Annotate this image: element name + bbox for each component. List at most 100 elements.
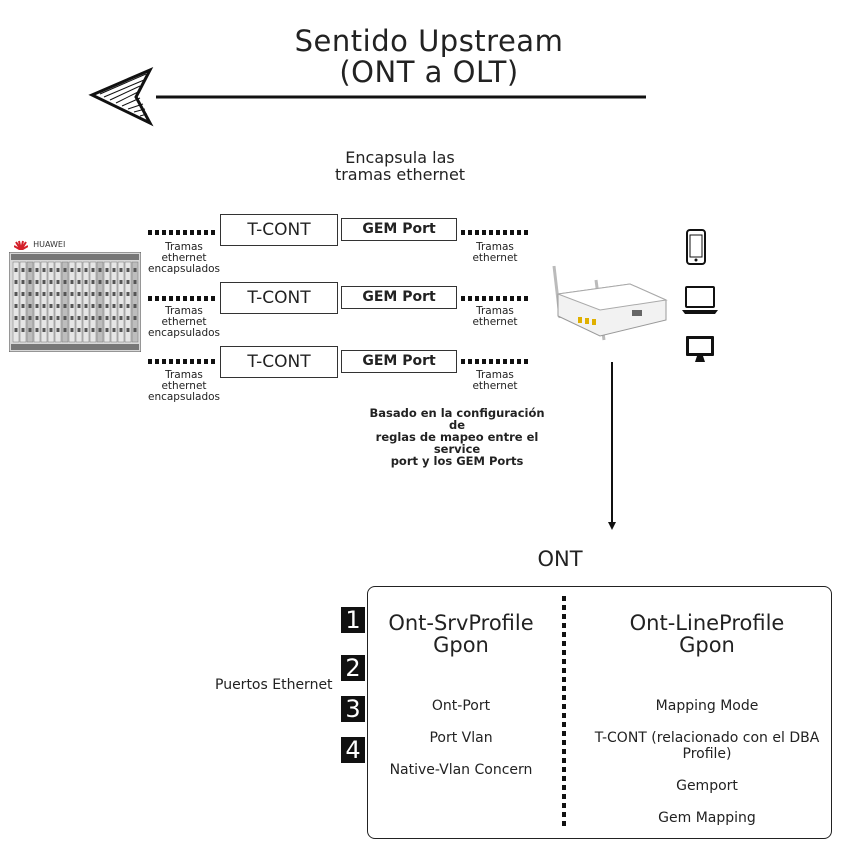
chassis-port [77,292,81,296]
chassis-port [63,328,67,332]
chassis-port [49,280,53,284]
chassis-port [56,316,60,320]
chassis-port [98,292,102,296]
chassis-port [133,280,137,284]
chassis-slot [40,261,48,343]
chassis-slot [103,261,111,343]
chassis-port [21,316,25,320]
right-label: Tramas ethernet [462,370,528,392]
chassis-slot [124,261,132,343]
down-arrow [608,362,616,530]
chassis-port [84,292,88,296]
chassis-port [14,292,18,296]
chassis-port [28,304,32,308]
chassis-port [49,268,53,272]
chassis-slot [26,261,34,343]
srv-profile-title: Ont-SrvProfile Gpon [372,612,550,656]
chassis-port [98,328,102,332]
chassis-port [42,328,46,332]
port-badge: 2 [341,655,365,681]
chassis-port [35,280,39,284]
gem-port-box: GEM Port [341,350,457,373]
chassis-port [28,316,32,320]
chassis-port [42,292,46,296]
chassis-port [98,268,102,272]
srv-item: Port Vlan [429,730,493,746]
gem-port-box: GEM Port [341,218,457,241]
label-line: Tramas [476,305,514,317]
chassis-port [84,268,88,272]
chassis-port [14,268,18,272]
chassis-port [77,280,81,284]
chassis-slot [110,261,118,343]
left-label: Tramas ethernet encapsulados [140,242,228,275]
chassis-port [126,316,130,320]
monitor-icon [686,336,714,362]
tcont-box: T-CONT [220,346,338,378]
chassis-port [63,316,67,320]
chassis-port [91,280,95,284]
chassis-port [126,304,130,308]
chassis-port [105,280,109,284]
note-line: reglas de mapeo entre el service [375,430,539,456]
chassis-port [126,328,130,332]
chassis-port [133,268,137,272]
chassis-port [42,304,46,308]
label-line: Tramas [165,305,203,317]
chassis-port [21,304,25,308]
chassis-port [70,292,74,296]
huawei-logo: HUAWEI [13,234,66,253]
chassis-port [77,268,81,272]
chassis-port [49,304,53,308]
chassis-slot [61,261,69,343]
diagram-title: Sentido Upstream (ONT a OLT) [229,26,629,88]
chassis-slot [82,261,90,343]
profile-divider [562,596,566,828]
chassis-port [56,268,60,272]
chassis-port [126,268,130,272]
ont-profile-box [367,586,832,839]
port-badge: 4 [341,737,365,763]
label-line: ethernet [161,252,207,264]
chassis-slot [12,261,20,343]
encapsula-label: Encapsula las tramas ethernet [300,149,500,183]
chassis-port [21,280,25,284]
chassis-slot [75,261,83,343]
title-line-2: (ONT a OLT) [339,55,519,89]
chassis-port [105,268,109,272]
chassis-slot [68,261,76,343]
line-item: Mapping Mode [655,698,759,714]
dotted-link [461,296,531,301]
chassis-port [119,292,123,296]
chassis-port [70,316,74,320]
chassis-port [56,328,60,332]
chassis-port [21,328,25,332]
line-item: T-CONT (relacionado con el DBA Profile) [584,730,830,762]
chassis-port [119,316,123,320]
title-line-1: Sentido Upstream [294,24,564,58]
dotted-link [148,296,216,301]
chassis-slot [131,261,139,343]
chassis-slot [96,261,104,343]
note-line: Basado en la configuración de [369,406,545,432]
chassis-port [77,304,81,308]
huawei-flower-icon [13,240,29,251]
tcont-box: T-CONT [220,214,338,246]
chassis-port [112,304,116,308]
item-line: Profile) [682,746,732,762]
right-label: Tramas ethernet [462,306,528,328]
line-item: Gem Mapping [658,810,756,826]
port-badge: 1 [341,607,365,633]
port-badge: 3 [341,696,365,722]
chassis-port [70,304,74,308]
huawei-brand: HUAWEI [33,240,66,249]
chassis-port [70,280,74,284]
chassis-port [84,328,88,332]
chassis-port [56,280,60,284]
label-line: Tramas [476,369,514,381]
chassis-port [21,292,25,296]
srv-item: Native-Vlan Concern [389,762,533,778]
label-line: ethernet [161,316,207,328]
label-line: ethernet [161,380,207,392]
chassis-port [91,328,95,332]
